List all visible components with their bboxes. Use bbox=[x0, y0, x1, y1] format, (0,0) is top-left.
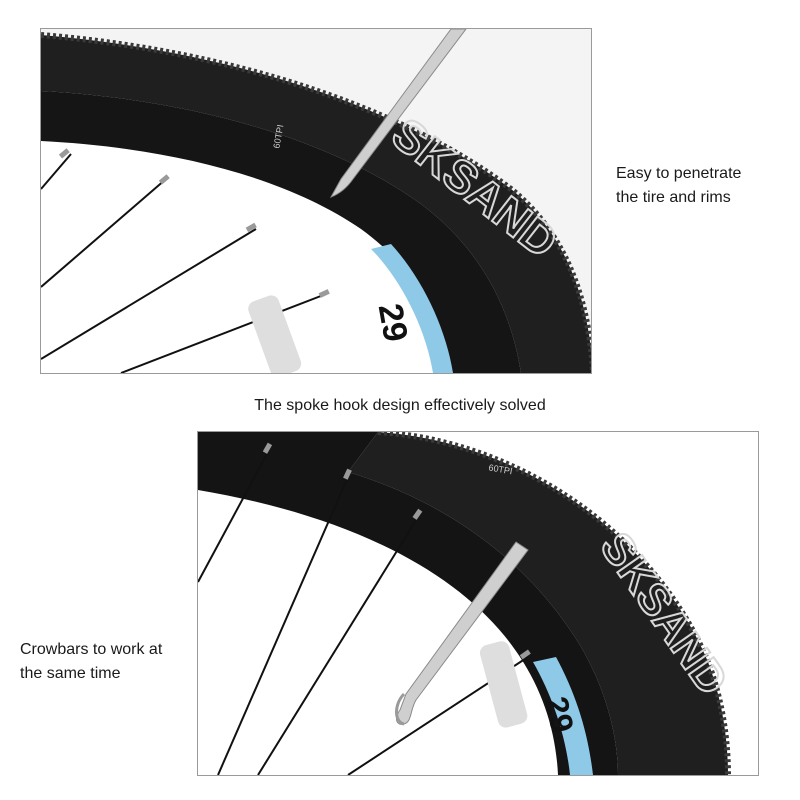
rim-decal bbox=[371, 244, 453, 373]
tire-small-label: 60TPI bbox=[271, 124, 285, 149]
reflector bbox=[479, 641, 528, 728]
caption-bottom: Crowbars to work at the same time bbox=[20, 638, 200, 686]
rim-decal bbox=[533, 657, 593, 775]
tire-rim-closeup-top: 29 SKSAND 60TPI bbox=[41, 29, 591, 373]
spoke-nipples bbox=[262, 442, 531, 660]
reflector bbox=[248, 295, 302, 373]
tire-small-label: 60TPI bbox=[488, 462, 513, 476]
bottom-photo-panel: 29 SKSAND 60TPI bbox=[197, 431, 759, 776]
tire-rim-closeup-bottom: 29 SKSAND 60TPI bbox=[198, 432, 738, 775]
caption-top-line1: Easy to penetrate bbox=[616, 165, 742, 182]
spoke-hook bbox=[395, 692, 406, 726]
caption-top-line2: the tire and rims bbox=[616, 189, 731, 206]
caption-bottom-line1: Crowbars to work at bbox=[20, 641, 163, 658]
tire-body bbox=[348, 432, 728, 775]
caption-top: Easy to penetrate the tire and rims bbox=[616, 162, 796, 210]
spokes bbox=[41, 153, 327, 373]
tire-tread-edge bbox=[41, 32, 591, 373]
tire-tread-edge bbox=[377, 432, 731, 775]
spokes bbox=[198, 451, 529, 775]
spoke-nipples bbox=[58, 148, 330, 298]
caption-bottom-line2: the same time bbox=[20, 665, 121, 682]
top-photo-panel: 29 SKSAND 60TPI bbox=[40, 28, 592, 374]
tire-lever bbox=[329, 29, 467, 198]
tire-tread bbox=[41, 29, 591, 349]
rim-size-text: 29 bbox=[538, 693, 581, 735]
caption-middle: The spoke hook design effectively solved bbox=[254, 397, 546, 414]
rim bbox=[41, 91, 521, 373]
tire-body bbox=[41, 35, 591, 373]
rim-size-text: 29 bbox=[371, 301, 415, 345]
